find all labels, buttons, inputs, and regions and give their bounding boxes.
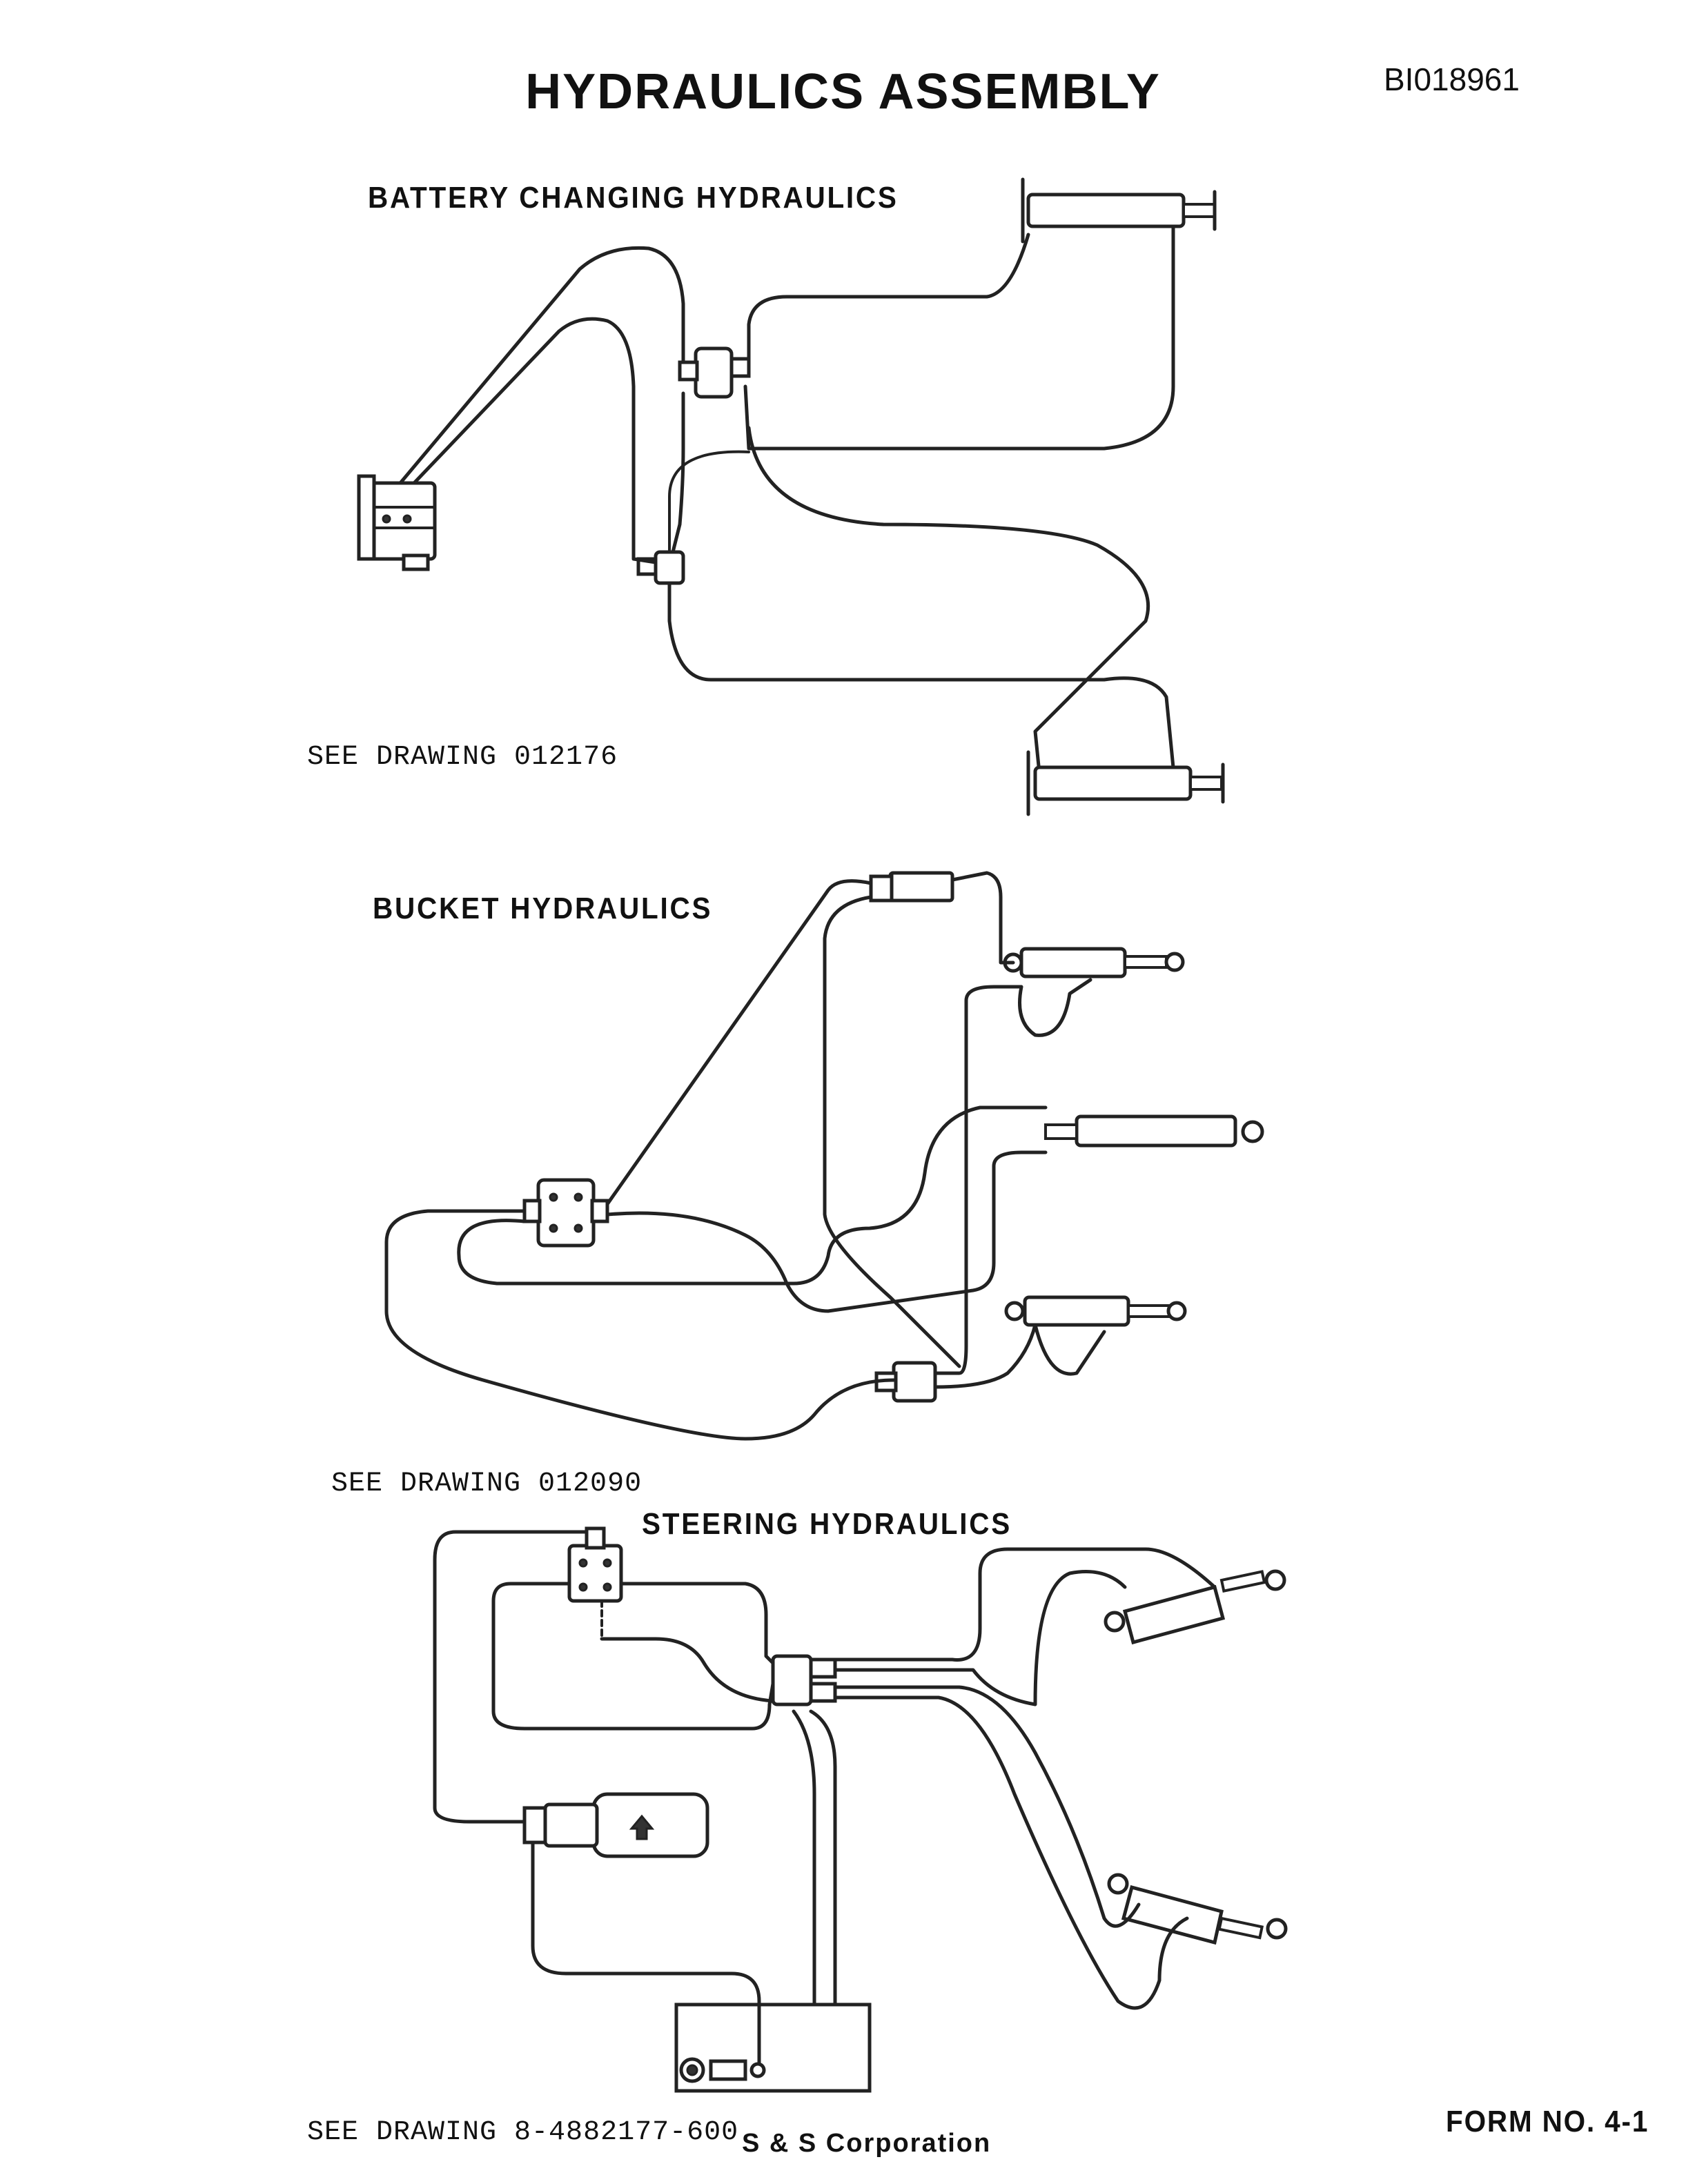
battery-drawing-reference: SEE DRAWING 012176: [307, 742, 618, 773]
steering-section-heading: STEERING HYDRAULICS: [642, 1507, 1012, 1541]
steering-control-unit: [567, 1526, 623, 1603]
bucket-cylinder-bottom: [1004, 1295, 1187, 1327]
document-number: BI018961: [1384, 61, 1520, 97]
bucket-cylinder-top: [1003, 947, 1185, 978]
battery-changing-diagram: [357, 177, 1225, 816]
hydraulic-reservoir: [674, 2003, 872, 2093]
battery-tee-lower: [636, 550, 685, 585]
bucket-drawing-reference: SEE DRAWING 012090: [331, 1468, 643, 1499]
form-number: FORM NO. 4-1: [1446, 2105, 1649, 2138]
bucket-cylinder-middle: [1044, 1114, 1264, 1148]
steering-cylinder-lower: [1107, 1873, 1288, 1945]
steering-flow-divider: [771, 1654, 837, 1706]
steering-hoses: [433, 1530, 1217, 2065]
page-title: HYDRAULICS ASSEMBLY: [525, 64, 1161, 119]
bucket-manifold-upper: [869, 871, 954, 903]
battery-cylinder-upper: [1021, 177, 1217, 244]
pump-motor: [522, 1792, 709, 1858]
bucket-diagram: [384, 871, 1264, 1441]
battery-tee-upper: [678, 346, 751, 399]
battery-cylinder-lower: [1026, 750, 1225, 816]
bucket-section-heading: BUCKET HYDRAULICS: [373, 892, 713, 925]
steering-cylinder-upper: [1104, 1569, 1286, 1645]
bucket-hoses: [384, 871, 1106, 1441]
battery-hoses: [398, 226, 1175, 769]
battery-section-heading: BATTERY CHANGING HYDRAULICS: [368, 181, 899, 215]
steering-diagram: [433, 1526, 1288, 2093]
bucket-control-valve: [522, 1178, 609, 1248]
company-name: S & S Corporation: [742, 2129, 992, 2158]
steering-drawing-reference: SEE DRAWING 8-4882177-600: [307, 2117, 739, 2148]
battery-control-valve: [357, 474, 437, 571]
